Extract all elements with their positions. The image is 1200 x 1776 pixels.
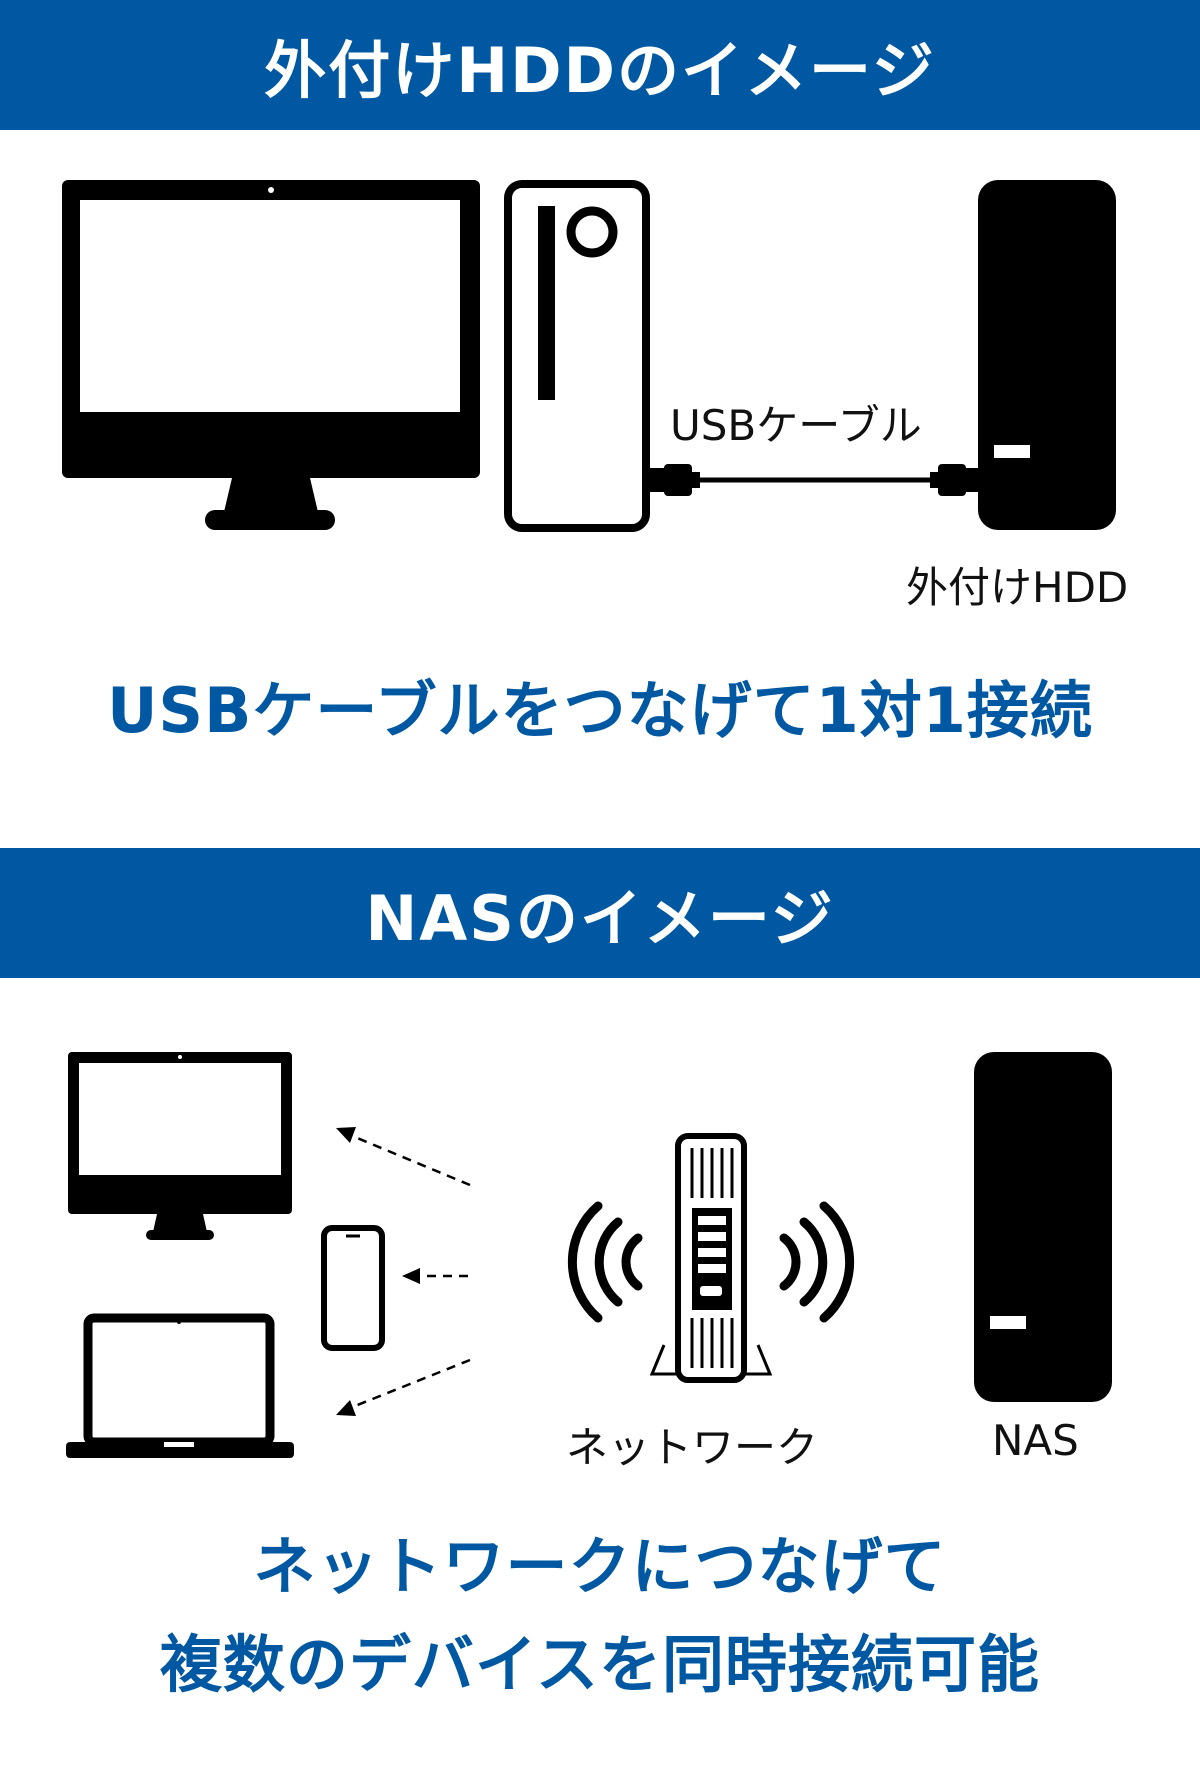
- nas-label: NAS: [992, 1416, 1079, 1465]
- arrowhead-phone: [402, 1268, 420, 1284]
- pc-tower-icon: [504, 180, 668, 532]
- laptop-icon: [66, 1313, 294, 1458]
- arrowhead-laptop: [336, 1400, 356, 1416]
- arrow-to-monitor: [349, 1133, 471, 1187]
- nas-caption: ネットワークにつなげて 複数のデバイスを同時接続可能: [0, 1518, 1200, 1714]
- nas-section-banner: NASのイメージ: [0, 848, 1200, 978]
- arrowhead-monitor: [336, 1127, 356, 1143]
- network-router-icon: [649, 1133, 773, 1383]
- hdd-section-banner: 外付けHDDのイメージ: [0, 0, 1200, 130]
- network-label: ネットワーク: [566, 1423, 819, 1472]
- arrow-to-laptop: [349, 1358, 471, 1410]
- external-hdd-icon: [978, 180, 1116, 530]
- wifi-signal-left-icon: [567, 1201, 643, 1323]
- hdd-section-title: 外付けHDDのイメージ: [264, 34, 936, 107]
- nas-caption-line1: ネットワークにつなげて: [253, 1530, 947, 1603]
- wifi-signal-right-icon: [779, 1201, 855, 1323]
- data-flow-arrows: [349, 1133, 471, 1410]
- desktop-monitor-icon: [62, 180, 480, 530]
- hdd-caption: USBケーブルをつなげて1対1接続: [107, 674, 1093, 747]
- nas-desktop-monitor-icon: [68, 1052, 292, 1240]
- usb-cable-icon: [664, 464, 980, 496]
- smartphone-icon: [321, 1225, 385, 1351]
- nas-caption-line2: 複数のデバイスを同時接続可能: [159, 1628, 1041, 1701]
- nas-device-icon: [974, 1052, 1112, 1402]
- external-hdd-label: 外付けHDD: [906, 563, 1129, 612]
- nas-section-title: NASのイメージ: [365, 882, 835, 955]
- usb-cable-label: USBケーブル: [670, 401, 922, 450]
